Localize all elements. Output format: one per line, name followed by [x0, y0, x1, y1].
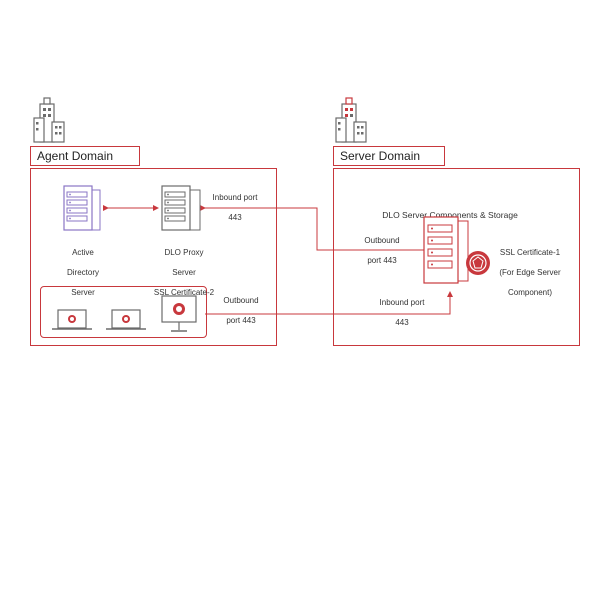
ssl-line-2: (For Edge Server	[499, 268, 561, 277]
proxy-line-2: Server	[172, 268, 196, 277]
server-inbound-label: Inbound port 443	[370, 288, 434, 338]
dlo-server-components-label: DLO Server Components & Storage	[355, 200, 545, 220]
dlo-server-icon	[423, 216, 490, 284]
active-directory-label: Active Directory Server	[55, 238, 111, 308]
server-outbound-label: Outbound port 443	[354, 226, 410, 276]
agent-domain-title-text: Agent Domain	[37, 149, 114, 163]
building-icon-agent	[33, 97, 65, 143]
server-domain-title-text: Server Domain	[340, 149, 421, 163]
proxy-line-1: DLO Proxy	[164, 248, 204, 257]
agent-domain-title: Agent Domain	[30, 146, 140, 166]
ssl-line-3: Component)	[507, 288, 553, 297]
server-inbound-line-2: 443	[395, 318, 409, 327]
agent-inbound-label: Inbound port 443	[205, 183, 265, 233]
agent-inbound-line-1: Inbound port	[212, 193, 258, 202]
ssl-certificate-1-label: SSL Certificate-1 (For Edge Server Compo…	[488, 238, 572, 308]
active-directory-server-icon	[63, 185, 101, 231]
ssl-line-1: SSL Certificate-1	[499, 248, 561, 257]
agent-inbound-line-2: 443	[228, 213, 242, 222]
ad-line-1: Active	[72, 248, 94, 257]
agent-outbound-line-2: port 443	[226, 316, 256, 325]
laptop-icon	[52, 309, 92, 330]
dlo-proxy-server-icon	[161, 185, 201, 231]
desktop-monitor-icon	[161, 295, 197, 332]
server-outbound-line-1: Outbound	[364, 236, 400, 245]
server-inbound-line-1: Inbound port	[379, 298, 425, 307]
ad-line-2: Directory	[66, 268, 99, 277]
server-domain-title: Server Domain	[333, 146, 445, 166]
dlo-proxy-label: DLO Proxy Server SSL Certificate-2	[145, 238, 223, 308]
server-outbound-line-2: port 443	[367, 256, 397, 265]
components-text: DLO Server Components & Storage	[382, 210, 518, 220]
ad-line-3: Server	[71, 288, 95, 297]
proxy-line-3: SSL Certificate-2	[153, 288, 215, 297]
agent-outbound-label: Outbound port 443	[213, 286, 269, 336]
agent-outbound-line-1: Outbound	[223, 296, 259, 305]
building-icon-server	[335, 97, 367, 143]
laptop-icon	[106, 309, 146, 330]
